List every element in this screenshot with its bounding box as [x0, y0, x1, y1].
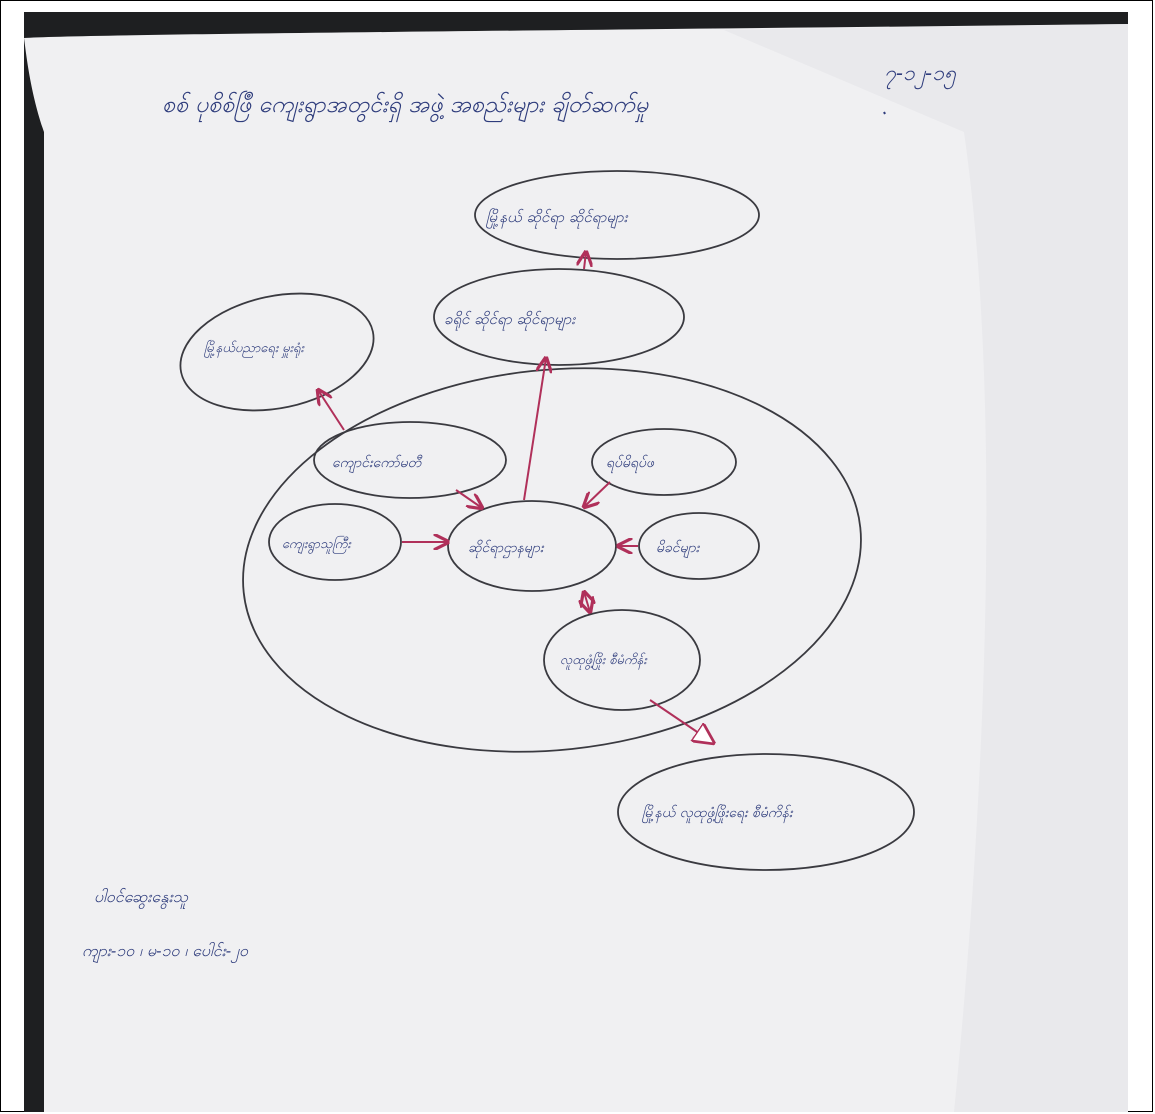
node-township-dev-outline	[617, 753, 915, 871]
node-district-outline	[433, 268, 685, 366]
node-town-left-outline	[179, 292, 375, 412]
page-title: စစ် ပုစိစ်ဖြဳ ကျေးရွာအတွင်းရှိ အဖွဲ့ အစည…	[162, 90, 649, 123]
arrow-center-to-district	[523, 358, 546, 501]
arrow-cluster-to-township	[649, 699, 712, 742]
arrow-cluster-center	[584, 592, 590, 612]
node-township-dev-label: မြို့နယ် လူထုဖွံ့ဖြိုးရေး စီမံကိန်း	[642, 803, 794, 824]
node-outlines	[179, 170, 915, 871]
node-cluster-outline	[543, 609, 701, 711]
big-circle-outline	[242, 367, 862, 753]
note-label: ပါဝင်ဆွေးနွေးသူ	[94, 887, 189, 910]
arrows	[318, 252, 712, 742]
node-town-left-label: မြို့နယ်ပညာရေး မှူးရုံး	[204, 339, 305, 358]
arrow-district-to-top	[584, 252, 586, 270]
node-cluster-label: လူထုဖွံ့ဖြိုး စီမံကိန်း	[560, 651, 648, 670]
node-top-outline	[474, 170, 760, 260]
node-villager-label: ကျေးရွာသူကြီး	[282, 535, 352, 554]
title-dot	[883, 111, 886, 115]
node-women-label: မိခင်များ	[656, 539, 701, 559]
paper-background	[24, 24, 1128, 1112]
arrow-school-to-town	[318, 390, 345, 431]
node-district-label: ခရိုင် ဆိုင်ရာ ဆိုင်ရာများ	[444, 310, 576, 331]
arrow-school-to-center	[455, 489, 482, 508]
node-school-label: ကျောင်းကော်မတီ	[332, 454, 423, 474]
paper-sheet: ၇-၁၂-၁၅ စစ် ပုစိစ်ဖြဳ ကျေးရွာအတွင်းရှိ အ…	[24, 24, 1128, 1112]
node-elder-outline	[591, 428, 737, 496]
node-elder-label: ရပ်မိရပ်ဖ	[606, 454, 655, 474]
node-women-outline	[638, 512, 760, 580]
note-counts: ကျား-၁၀ ၊ မ-၁၀ ၊ ပေါင်း-၂၀	[82, 941, 249, 964]
arrow-elder-to-center	[584, 481, 611, 507]
node-center-label: ဆိုင်ရာဌာနများ	[468, 539, 545, 559]
node-top-label: မြို့နယ် ဆိုင်ရာ ဆိုင်ရာများ	[486, 208, 629, 229]
paper-shade	[724, 24, 1128, 1112]
node-school-outline	[313, 421, 507, 499]
node-villager-outline	[268, 503, 402, 581]
photo: ၇-၁၂-၁၅ စစ် ပုစိစ်ဖြဳ ကျေးရွာအတွင်းရှိ အ…	[24, 12, 1128, 1112]
